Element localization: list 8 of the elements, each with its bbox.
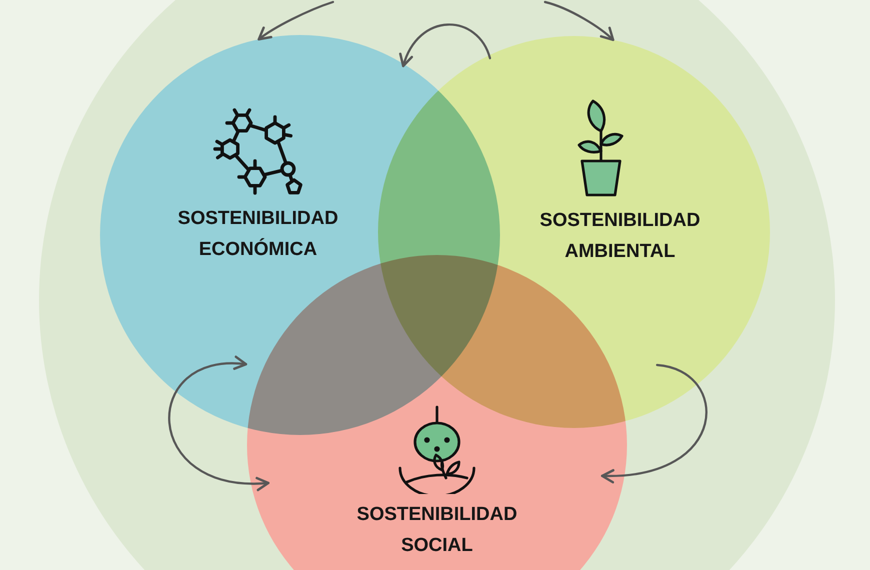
circle-title: SOSTENIBILIDAD AMBIENTAL	[540, 209, 700, 264]
curved-arrow	[168, 356, 270, 490]
curved-arrow	[400, 24, 492, 68]
circle-title: SOSTENIBILIDAD ECONÓMICA	[178, 207, 338, 262]
curved-arrow	[544, 0, 614, 42]
curved-arrow	[258, 0, 334, 40]
curved-arrow	[600, 364, 708, 483]
circle-title: SOSTENIBILIDAD SOCIAL	[356, 503, 518, 558]
